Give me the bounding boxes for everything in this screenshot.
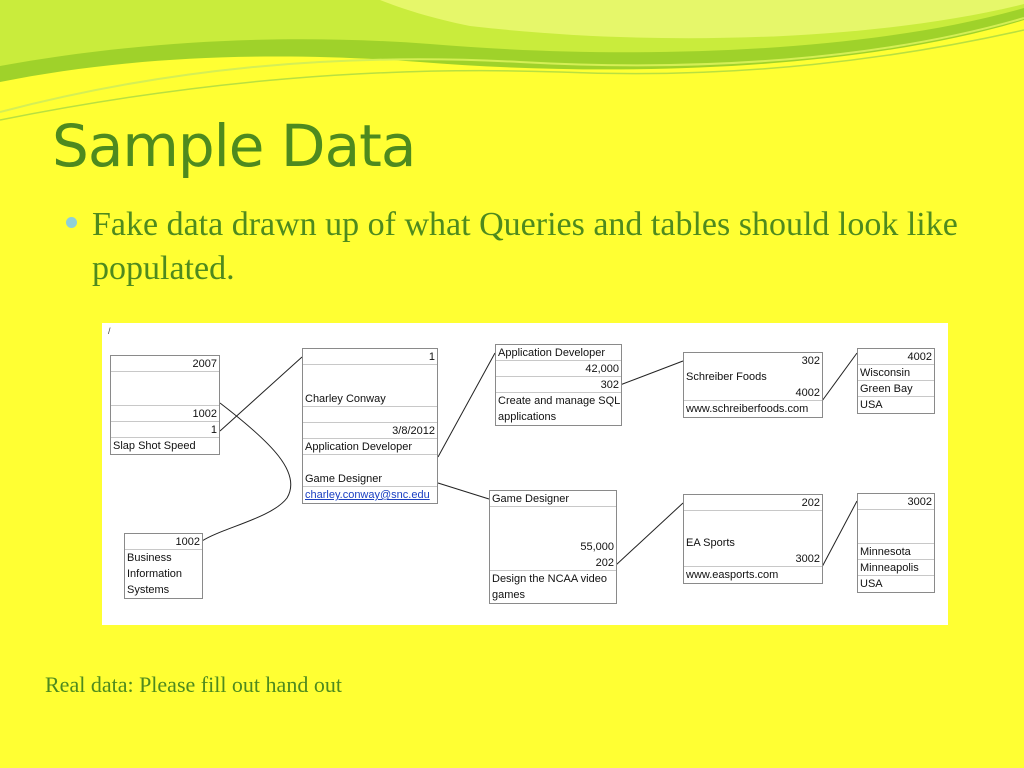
table-d-desc: Create and manage SQL [498, 395, 621, 407]
table-c-job: Application Developer [303, 439, 437, 455]
line-a-b [201, 402, 292, 542]
table-i-blank [858, 510, 934, 544]
footer-note: Real data: Please fill out hand out [45, 672, 342, 697]
table-c-blank [303, 365, 437, 391]
bullet-list: Fake data drawn up of what Queries and t… [66, 203, 966, 291]
table-i: 3002 Minnesota Minneapolis USA [857, 493, 935, 593]
table-d-title: Application Developer [496, 345, 621, 361]
line-c-d [437, 352, 496, 458]
table-i-state: Minnesota [858, 544, 934, 560]
table-e-id: 202 [490, 555, 616, 571]
slide-title: Sample Data [52, 112, 416, 180]
table-i-city: Minneapolis [858, 560, 934, 576]
table-d-desc: applications [498, 411, 557, 423]
table-a: 2007 1002 1 Slap Shot Speed [110, 355, 220, 455]
table-e-salary: 55,000 [580, 541, 614, 553]
table-c-email-link[interactable]: charley.conway@snc.edu [305, 489, 430, 501]
table-f-web: www.schreiberfoods.com [686, 403, 809, 415]
table-b-value: Systems [127, 584, 170, 596]
table-f: 302 Schreiber Foods 4002 www.schreiberfo… [683, 352, 823, 418]
table-a-value: 1 [111, 422, 219, 438]
table-c: 1 Charley Conway 3/8/2012 Application De… [302, 348, 438, 504]
table-f-id: 302 [801, 355, 820, 367]
table-d-salary: 42,000 [496, 361, 621, 377]
table-b-value: Business [127, 552, 172, 564]
table-c-date: 3/8/2012 [303, 423, 437, 439]
table-c-job: Game Designer [303, 471, 437, 487]
header-wave-decoration [0, 0, 1024, 121]
line-e-g [615, 502, 684, 566]
relationship-lines [201, 352, 858, 568]
table-f-name: Schreiber Foods [686, 371, 767, 383]
table-h: 4002 Wisconsin Green Bay USA [857, 348, 935, 414]
bullet-text: Fake data drawn up of what Queries and t… [92, 206, 958, 287]
table-g-loc: 3002 [684, 551, 822, 567]
table-a-value: 2007 [111, 356, 219, 372]
tick-mark: / [108, 326, 111, 336]
table-h-id: 4002 [858, 349, 934, 365]
line-a-c [219, 356, 303, 432]
table-d-id: 302 [496, 377, 621, 393]
table-g-blank [684, 511, 822, 535]
table-e-blank [490, 507, 616, 539]
table-i-id: 3002 [858, 494, 934, 510]
table-a-value: Slap Shot Speed [113, 440, 196, 452]
table-c-blank [303, 455, 437, 471]
table-b: 1002 Business Information Systems [124, 533, 203, 599]
line-d-f [619, 360, 684, 386]
table-f-loc: 4002 [684, 385, 822, 401]
table-a-blank [111, 372, 219, 406]
table-h-city: Green Bay [858, 381, 934, 397]
line-f-h [821, 352, 858, 402]
table-g-web: www.easports.com [686, 569, 779, 581]
table-e-desc: games [492, 589, 526, 601]
table-c-blank [303, 407, 437, 423]
table-i-country: USA [860, 578, 883, 590]
table-c-value: 1 [303, 349, 437, 365]
table-d: Application Developer 42,000 302 Create … [495, 344, 622, 426]
table-g: 202 EA Sports 3002 www.easports.com [683, 494, 823, 584]
sample-data-diagram: / 2007 1002 1 Slap Shot Speed 1002 Busin… [102, 323, 948, 625]
line-g-i [821, 500, 858, 568]
bullet-icon [66, 217, 77, 228]
table-a-value: 1002 [111, 406, 219, 422]
table-b-value: 1002 [125, 534, 202, 550]
table-e-desc: Design the NCAA video [492, 573, 607, 585]
table-e-title: Game Designer [490, 491, 616, 507]
table-g-name: EA Sports [686, 537, 735, 549]
table-b-value: Information [127, 568, 183, 580]
table-g-id: 202 [684, 495, 822, 511]
table-c-name: Charley Conway [303, 391, 437, 407]
line-c-e [437, 482, 490, 500]
table-h-country: USA [860, 399, 883, 411]
table-h-state: Wisconsin [858, 365, 934, 381]
table-e: Game Designer 55,000 202 Design the NCAA… [489, 490, 617, 604]
